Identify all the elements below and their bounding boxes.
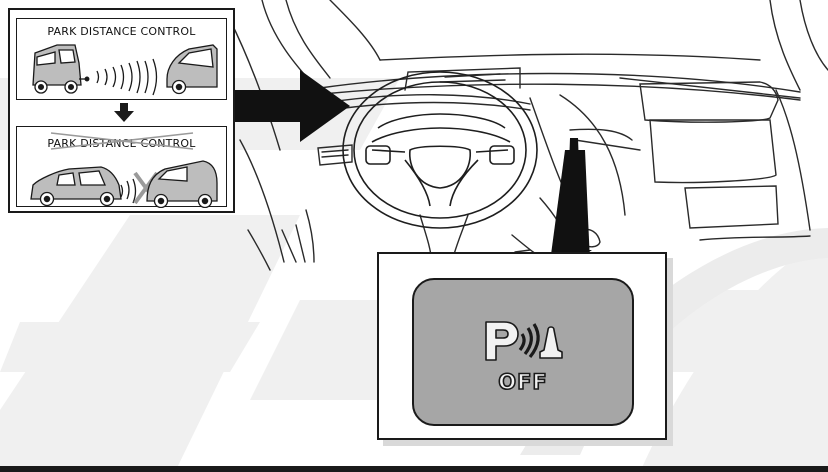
park-distance-control-icon [482,316,568,366]
pdc-active-illustration: PARK DISTANCE CONTROL [16,18,227,100]
pdc-off-button[interactable]: OFF [412,278,634,426]
cars-with-sensor-waves [17,19,228,101]
footer-bar [0,466,828,472]
collision-illustration [17,127,228,208]
down-arrow-icon [114,103,134,123]
switch-closeup-inset: OFF [377,252,667,440]
off-label: OFF [414,370,632,394]
pdc-info-panel: PARK DISTANCE CONTROL [8,8,235,213]
pdc-off-illustration: PARK DISTANCE CONTROL [16,126,227,207]
pointer-arrow-down [550,138,592,262]
